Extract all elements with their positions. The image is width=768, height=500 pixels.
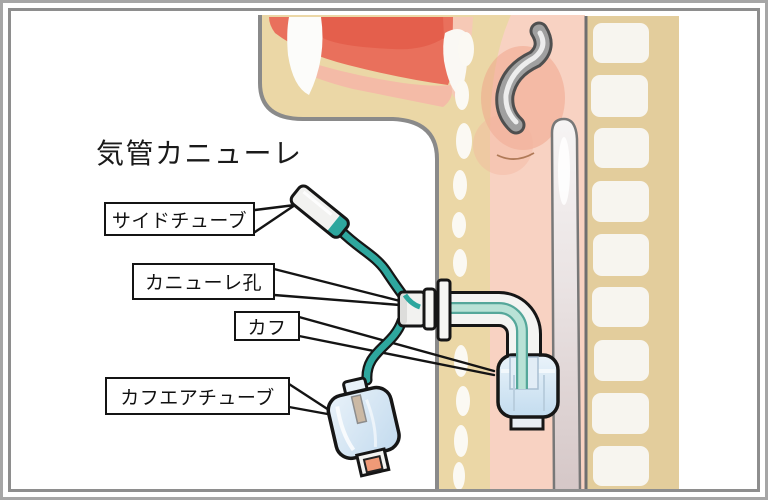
label-cannula-hole: カニューレ孔 bbox=[132, 263, 275, 300]
esophagus bbox=[550, 117, 582, 489]
neck-wrinkle bbox=[496, 152, 535, 160]
page-title: 気管カニューレ bbox=[96, 137, 303, 170]
pilot-balloon bbox=[326, 376, 401, 478]
label-side-tube-text: サイドチューブ bbox=[111, 209, 248, 232]
vertebra bbox=[591, 23, 649, 486]
label-cannula-hole-text: カニューレ孔 bbox=[144, 272, 262, 294]
leader-lines bbox=[253, 203, 496, 417]
label-cuff-air-tube-text: カフエアチューブ bbox=[120, 386, 275, 409]
anatomy-illustration bbox=[253, 15, 679, 489]
cannula-flange bbox=[422, 278, 452, 342]
cuff-air-line-stripe bbox=[410, 302, 528, 389]
neck-cartilage bbox=[452, 32, 474, 489]
inner-frame: 気管カニューレ サイドチューブ カニューレ孔 カフ カフエアチューブ bbox=[8, 8, 760, 492]
epiglottis bbox=[495, 21, 553, 135]
cuff-air-tube-line bbox=[361, 315, 408, 386]
spine bbox=[584, 16, 679, 489]
label-cuff-text: カフ bbox=[247, 316, 287, 339]
side-tube-connector bbox=[289, 184, 350, 239]
label-side-tube: サイドチューブ bbox=[104, 202, 255, 236]
jaw-outline bbox=[258, 15, 439, 489]
cannula-hub bbox=[397, 290, 427, 328]
label-cuff-air-tube: カフエアチューブ bbox=[105, 377, 290, 415]
jaw-profile bbox=[260, 15, 511, 489]
label-cuff: カフ bbox=[234, 311, 300, 341]
side-tube-line bbox=[335, 225, 408, 300]
